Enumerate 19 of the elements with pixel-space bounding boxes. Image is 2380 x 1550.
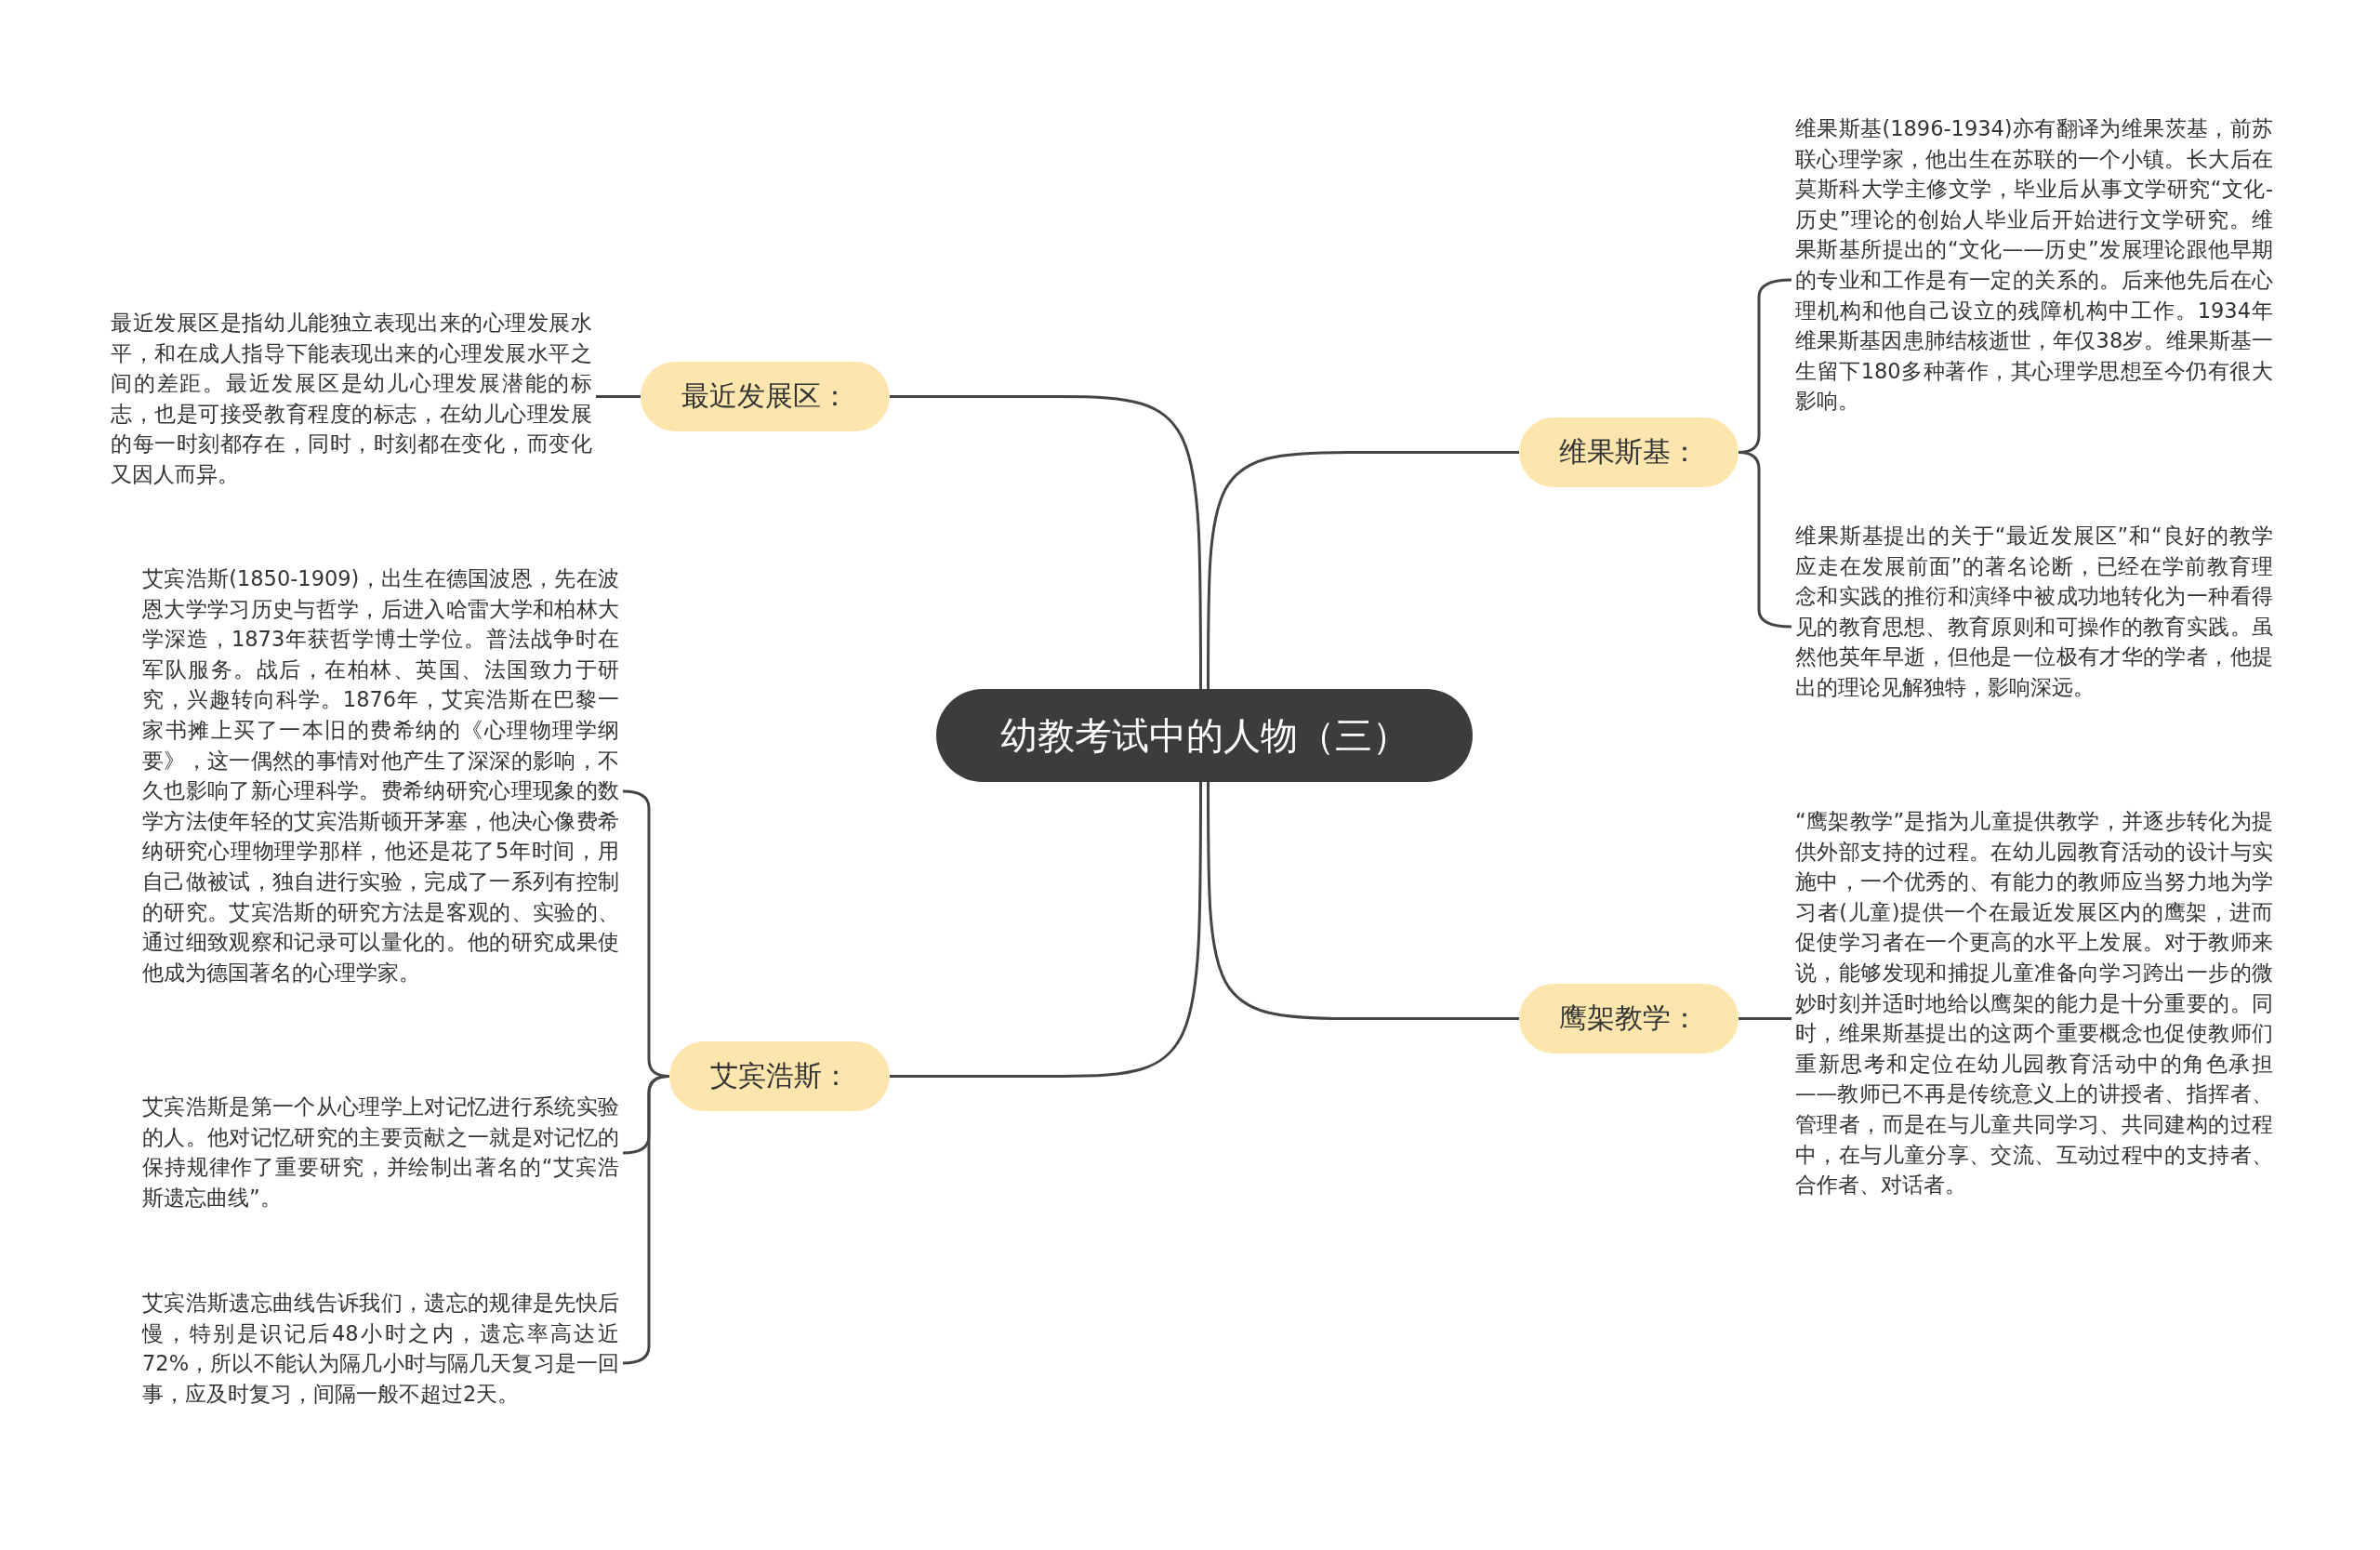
connector-line — [890, 782, 1202, 1078]
central-topic: 幼教考试中的人物（三） — [936, 689, 1473, 782]
connector-line — [890, 395, 1202, 689]
note-text: 艾宾浩斯是第一个从心理学上对记忆进行系统实验的人。他对记忆研究的主要贡献之一就是对记忆的保持规律作了重要研究，并绘制出著名的“艾宾浩斯遗忘曲线”。 — [142, 1092, 619, 1214]
note-text: 艾宾浩斯(1850-1909)，出生在德国波恩，先在波恩大学学习历史与哲学，后进入哈雷大学和柏林大学深造，1873年获哲学博士学位。普法战争时在军队服务。战后，在柏林、英国、法国致力于研究，兴趣转向科学。1876年，艾宾浩斯在巴黎一家书摊上买了一本旧的费希纳的《心理物理学纲要》，这一偶然的事情对他产生了深深的影响，不久也影响了新心理科学。费希纳研究心理现象的数学方法使年轻的艾宾浩斯顿开茅塞，他决心像费希纳研究心理物理学那样，他还是花了5年时间，用自己做被试，独自进行实验，完成了一系列有控制的研究。艾宾浩斯的研究方法是客观的、实验的、通过细致观察和记录可以量化的。他的研究成果使他成为德国著名的心理学家。 — [142, 563, 619, 1019]
connector-line — [1738, 451, 1792, 629]
topic-bubble: 最近发展区： — [641, 362, 890, 431]
note-text: “鹰架教学”是指为儿童提供教学，并逐步转化为提供外部支持的过程。在幼儿园教育活动的设计与实施中，一个优秀的、有能力的教师应当努力地为学习者(儿童)提供一个在最近发展区内的鹰架，进而促使学习者在一个更高的水平上发展。对于教师来说，能够发现和捕捉儿童准备向学习跨出一步的微妙时刻并适时地给以鹰架的能力是十分重要的。同时，维果斯基提出的这两个重要概念也促使教师们重新思考和定位在幼儿园教育活动中的角色承担——教师已不再是传统意义上的讲授者、指挥者、管理者，而是在与儿童共同学习、共同建构的过程中，在与儿童分享、交流、互动过程中的支持者、合作者、对话者。 — [1795, 806, 2273, 1230]
topic-bubble: 维果斯基： — [1519, 417, 1739, 487]
connector-line — [596, 395, 641, 398]
note-text: 维果斯基(1896-1934)亦有翻译为维果茨基，前苏联心理学家，他出生在苏联的一个小镇。长大后在莫斯科大学主修文学，毕业后从事文学研究“文化-历史”理论的创始人毕业后开始进行文学研究。维果斯基所提出的“文化——历史”发展理论跟他早期的专业和工作是有一定的关系的。后来他先后在心理机构和他自己设立的残障机构中工作。1934年维果斯基因患肺结核逝世，年仅38岁。维果斯基一生留下180多种著作，其心理学思想至今仍有很大影响。 — [1795, 113, 2273, 446]
connector-line — [1207, 782, 1519, 1020]
connector-line — [1739, 1017, 1792, 1020]
note-text: 艾宾浩斯遗忘曲线告诉我们，遗忘的规律是先快后慢，特别是识记后48小时之内，遗忘率高达近72%，所以不能认为隔几小时与隔几天复习是一回事，应及时复习，间隔一般不超过2天。 — [142, 1288, 619, 1438]
topic-bubble: 艾宾浩斯： — [669, 1041, 890, 1111]
topic-bubble: 鹰架教学： — [1519, 984, 1739, 1053]
connector-line — [1207, 451, 1519, 689]
note-text: 最近发展区是指幼儿能独立表现出来的心理发展水平，和在成人指导下能表现出来的心理发展水平之间的差距。最近发展区是幼儿心理发展潜能的标志，也是可接受教育程度的标志，在幼儿心理发展的每一时刻都存在，同时，时刻都在变化，而变化又因人而异。 — [111, 308, 592, 490]
note-text: 维果斯基提出的关于“最近发展区”和“良好的教学应走在发展前面”的著名论断，已经在学前教育理念和实践的推衍和演绎中被成功地转化为一种看得见的教育思想、教育原则和可操作的教育实践。虽然他英年早逝，但他是一位极有才华的学者，他提出的理论见解独特，影响深远。 — [1795, 521, 2273, 733]
